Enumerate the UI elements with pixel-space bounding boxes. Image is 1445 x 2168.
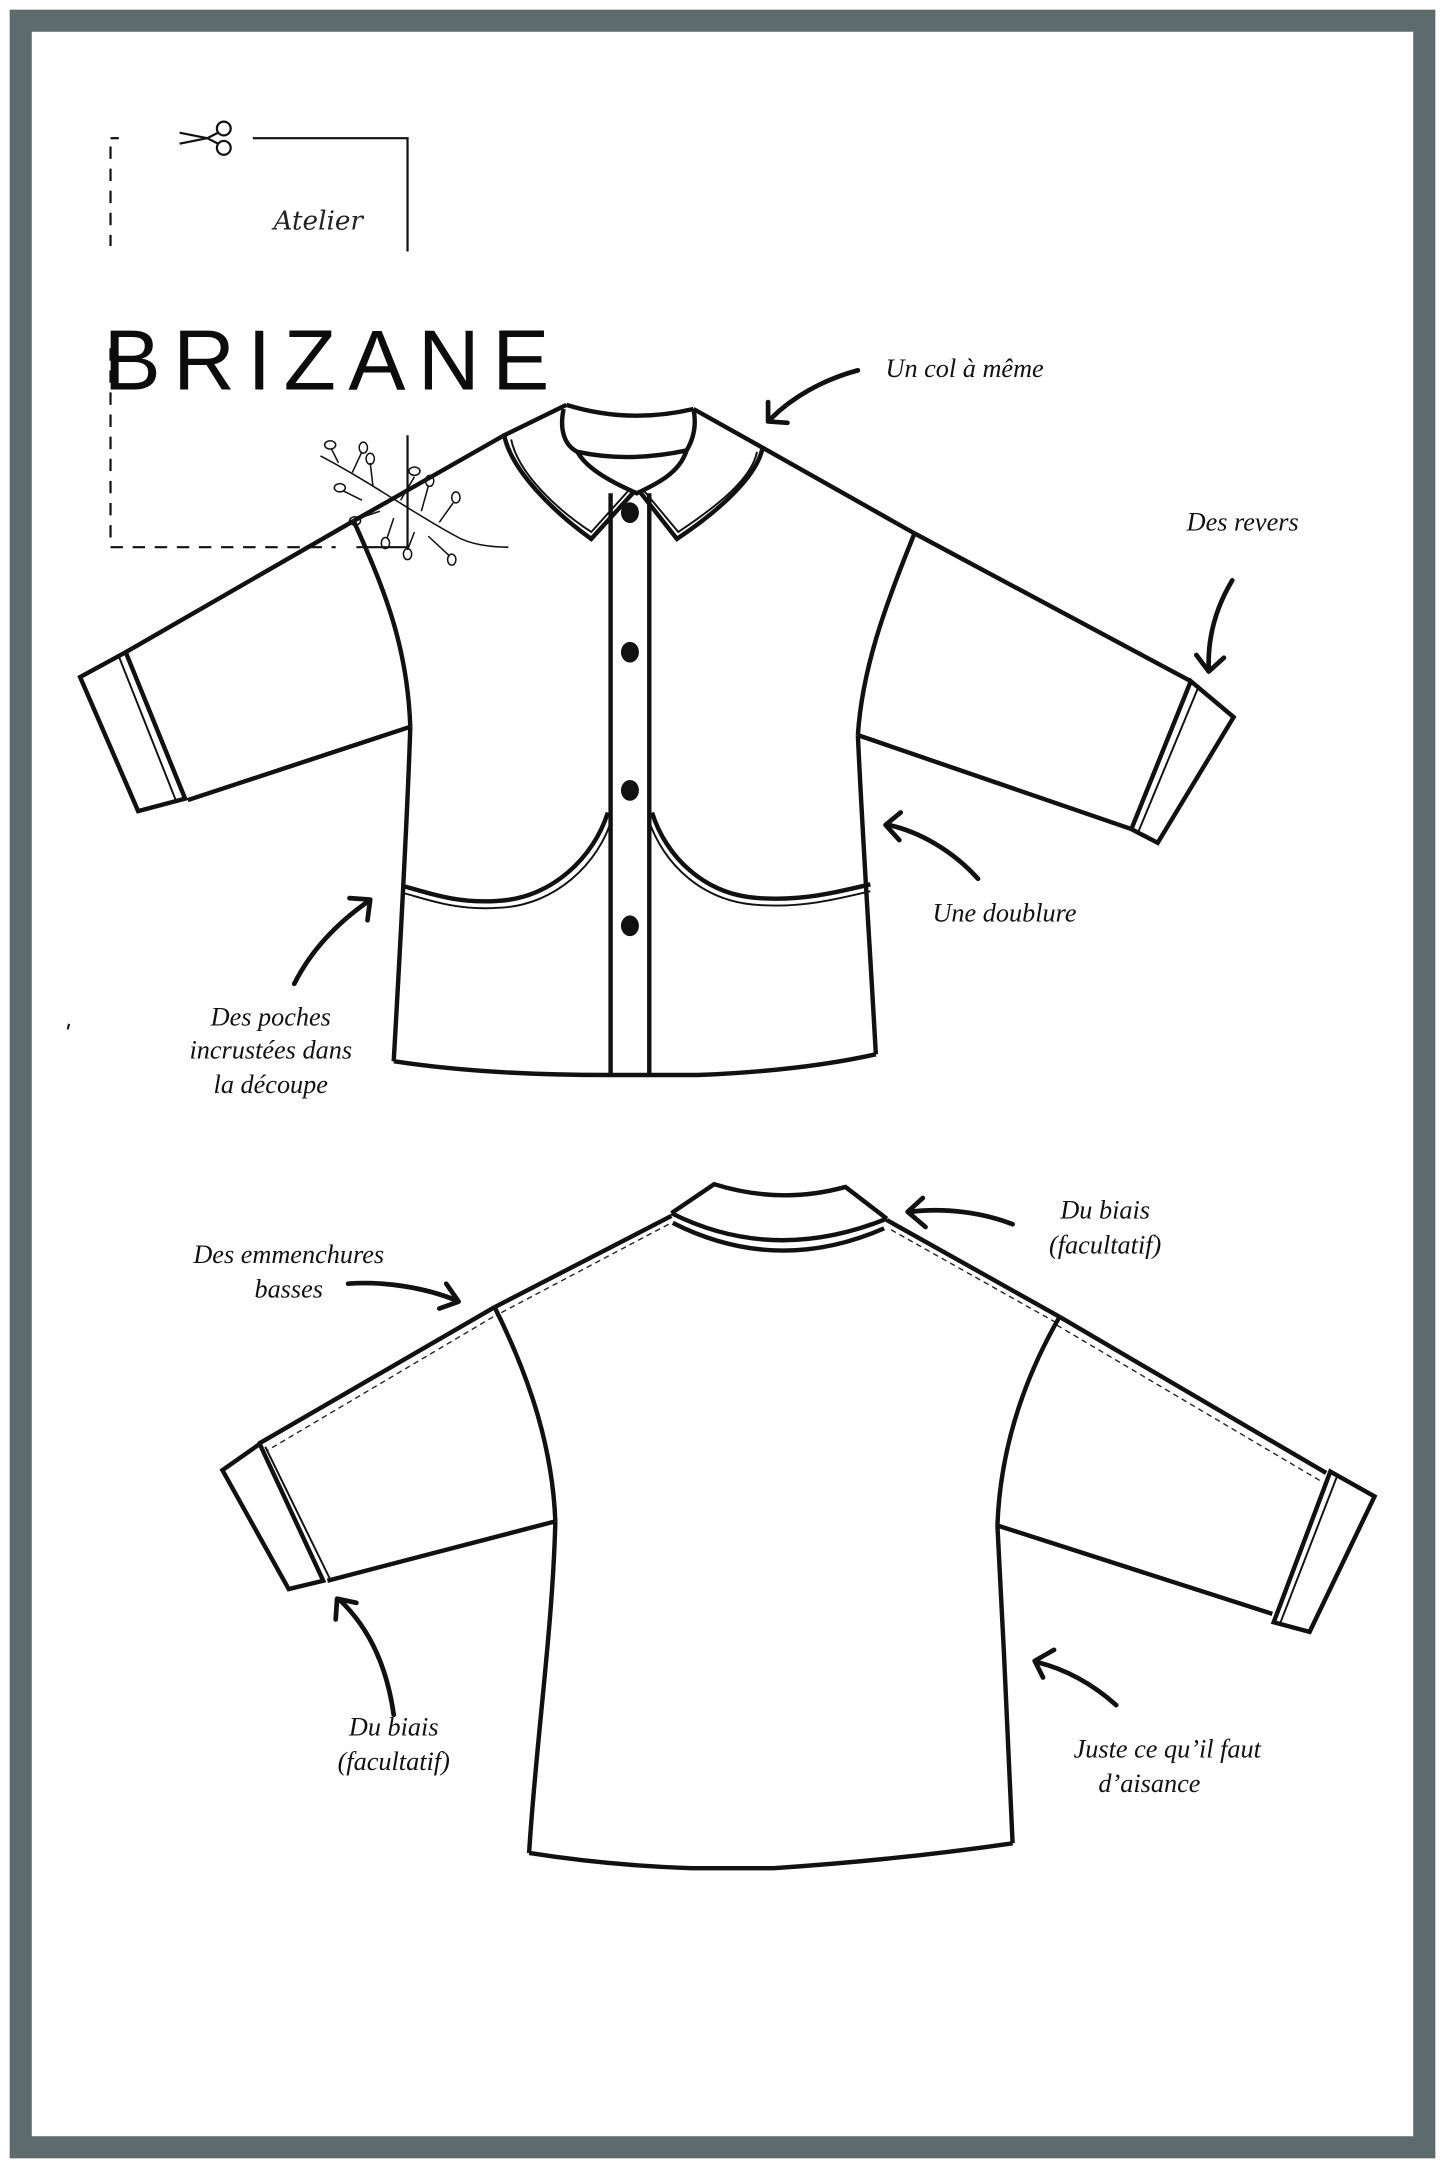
- annotation-cuffs: Des revers: [1186, 508, 1299, 674]
- arrow-icon: [1206, 577, 1235, 673]
- button: [620, 641, 639, 663]
- svg-text:(facultatif): (facultatif): [338, 1747, 450, 1776]
- svg-text:Une doublure: Une doublure: [932, 899, 1076, 928]
- annotation-pockets: Des poches incrustées dans la découpe: [189, 895, 373, 1099]
- annotation-low-armholes: Des emmenchures basses: [192, 1240, 461, 1311]
- front-buttons: [620, 502, 639, 937]
- arrow-icon: [1035, 1659, 1119, 1708]
- arrow-icon: [768, 367, 861, 422]
- svg-text:Du biais: Du biais: [1059, 1196, 1150, 1225]
- svg-text:incrustées dans: incrustées dans: [189, 1035, 352, 1064]
- annotation-ease: Juste ce qu’il faut d’aisance: [1032, 1647, 1262, 1798]
- svg-text:basses: basses: [254, 1274, 323, 1303]
- annotation-lining: Une doublure: [883, 810, 1077, 928]
- annotation-collar: Un col à même: [765, 354, 1045, 426]
- arrow-icon: [885, 822, 981, 882]
- svg-text:la découpe: la découpe: [214, 1070, 329, 1099]
- button: [620, 502, 639, 524]
- button: [620, 780, 639, 801]
- front-view-jacket: [77, 402, 1237, 1078]
- svg-text:(facultatif): (facultatif): [1049, 1230, 1161, 1259]
- svg-text:Des emmenchures: Des emmenchures: [192, 1240, 384, 1269]
- back-view-jacket: [219, 1181, 1378, 1871]
- leaf-branch-icon: [320, 440, 509, 566]
- scissors-icon: [179, 120, 232, 156]
- arrow-icon: [908, 1207, 1015, 1227]
- svg-text:Un col à même: Un col à même: [886, 354, 1045, 383]
- svg-text:Juste ce qu’il faut: Juste ce qu’il faut: [1074, 1735, 1262, 1764]
- arrow-icon: [345, 1280, 459, 1303]
- svg-text:Des revers: Des revers: [1186, 508, 1299, 537]
- arrow-icon: [337, 1597, 397, 1718]
- logo-script-text: Atelier: [272, 206, 365, 236]
- brand-logo: Atelier BRIZANE: [104, 120, 562, 566]
- svg-text:d’aisance: d’aisance: [1098, 1769, 1200, 1798]
- button: [620, 915, 639, 937]
- svg-text:Du biais: Du biais: [348, 1713, 439, 1742]
- arrow-icon: [291, 898, 372, 987]
- svg-text:Des poches: Des poches: [210, 1002, 331, 1031]
- annotation-bias-sleeve: Du biais (facultatif): [333, 1596, 450, 1776]
- logo-brand-text: BRIZANE: [104, 313, 562, 409]
- annotation-bias-neck: Du biais (facultatif): [905, 1195, 1161, 1259]
- page-frame: [9, 9, 1436, 2159]
- stray-mark: [66, 1023, 71, 1030]
